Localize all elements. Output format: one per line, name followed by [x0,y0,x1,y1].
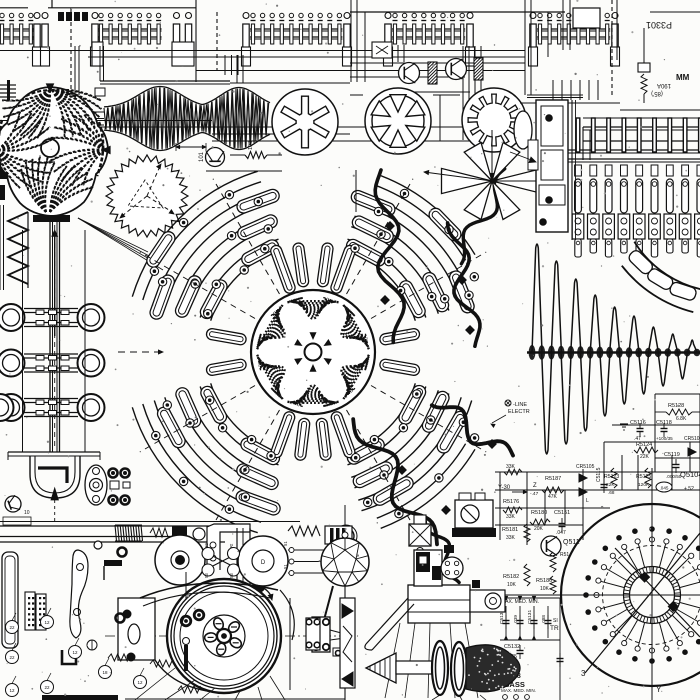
svg-text:6.8K: 6.8K [676,416,687,422]
svg-text:C5119: C5119 [664,452,680,458]
svg-text:12: 12 [9,688,15,693]
svg-text:Y: Y [656,685,662,694]
svg-text:SI: SI [553,618,558,624]
svg-text:C5115: C5115 [596,467,602,482]
svg-text:.045: .045 [660,486,669,491]
svg-text:33K: 33K [506,535,516,541]
svg-text:.039: .039 [513,615,518,624]
svg-text:.088: .088 [541,615,546,624]
svg-text:Q511: Q511 [563,539,580,546]
svg-text:ELECTR: ELECTR [508,409,530,415]
svg-text:53: 53 [204,573,209,578]
svg-text:R51: R51 [560,552,569,558]
svg-text:C5132: C5132 [504,644,520,650]
svg-text:.000/50: .000/50 [666,474,682,479]
svg-text:33K: 33K [506,464,516,470]
svg-text:22K: 22K [606,482,615,488]
svg-text:3: 3 [581,669,586,678]
svg-text:10: 10 [24,510,30,516]
svg-text:P3301: P3301 [646,20,672,30]
svg-text:C5118: C5118 [656,420,672,426]
svg-text:R5182: R5182 [503,574,519,580]
svg-text:CR5107: CR5107 [684,436,700,442]
svg-text:.47: .47 [634,436,641,442]
svg-text:20K: 20K [534,526,544,532]
svg-text:MAX. MED. MIN.: MAX. MED. MIN. [501,599,539,605]
svg-text:-.47: -.47 [530,491,539,497]
svg-text:C5130: C5130 [499,610,505,624]
svg-text:Q5104: Q5104 [680,470,700,479]
svg-text:-LINE: -LINE [513,402,527,408]
svg-text:Z: Z [533,483,537,489]
svg-text:C5131: C5131 [527,610,533,624]
svg-text:12: 12 [72,650,78,655]
svg-text:10K: 10K [540,586,550,592]
svg-text:+.52: +.52 [684,486,694,492]
svg-text:51: 51 [283,541,288,546]
svg-text:CR5105: CR5105 [576,464,595,470]
svg-text:52: 52 [204,543,209,548]
svg-text:120K: 120K [638,482,650,488]
svg-text:C5151: C5151 [554,510,570,516]
svg-text:R5125: R5125 [636,474,651,480]
svg-text:BASS: BASS [504,680,525,689]
svg-text:MM: MM [676,73,690,82]
svg-text:R5123: R5123 [604,474,619,480]
svg-text:L: L [586,498,589,504]
svg-text:190A: 190A [657,82,671,88]
svg-text:R5181: R5181 [502,527,518,533]
svg-text:C5116: C5116 [630,420,646,426]
svg-text:51: 51 [283,564,288,569]
svg-text:MAX. MED. MIN.: MAX. MED. MIN. [501,688,536,693]
svg-text:18: 18 [102,670,108,675]
svg-text:12: 12 [44,620,50,625]
svg-text:22K: 22K [640,454,650,460]
svg-text:D: D [261,560,266,566]
svg-text:R5124: R5124 [636,442,652,448]
svg-text:R5187: R5187 [545,476,561,482]
svg-text:12: 12 [137,680,143,685]
svg-text:TR: TR [550,625,559,632]
svg-text:53: 53 [229,573,234,578]
svg-text:Rt: Rt [229,543,234,548]
svg-text:R5186: R5186 [536,578,552,584]
svg-text:R5176: R5176 [503,499,519,505]
svg-text:.047: .047 [556,530,566,536]
svg-text:103: 103 [248,141,254,150]
svg-text:47K: 47K [548,494,558,500]
svg-text:.68: .68 [608,490,615,495]
svg-text:22: 22 [9,625,15,630]
svg-text:R5180: R5180 [531,510,547,516]
svg-text:22: 22 [44,685,50,690]
svg-text:(85'): (85') [651,90,663,96]
svg-text:22: 22 [9,655,15,660]
svg-text:101: 101 [199,151,205,162]
svg-text:Y-30: Y-30 [498,485,511,491]
svg-text:10K: 10K [507,582,517,588]
svg-text:R5128: R5128 [668,403,684,409]
svg-text:+100/35: +100/35 [656,436,673,441]
svg-text:33K: 33K [506,514,516,520]
